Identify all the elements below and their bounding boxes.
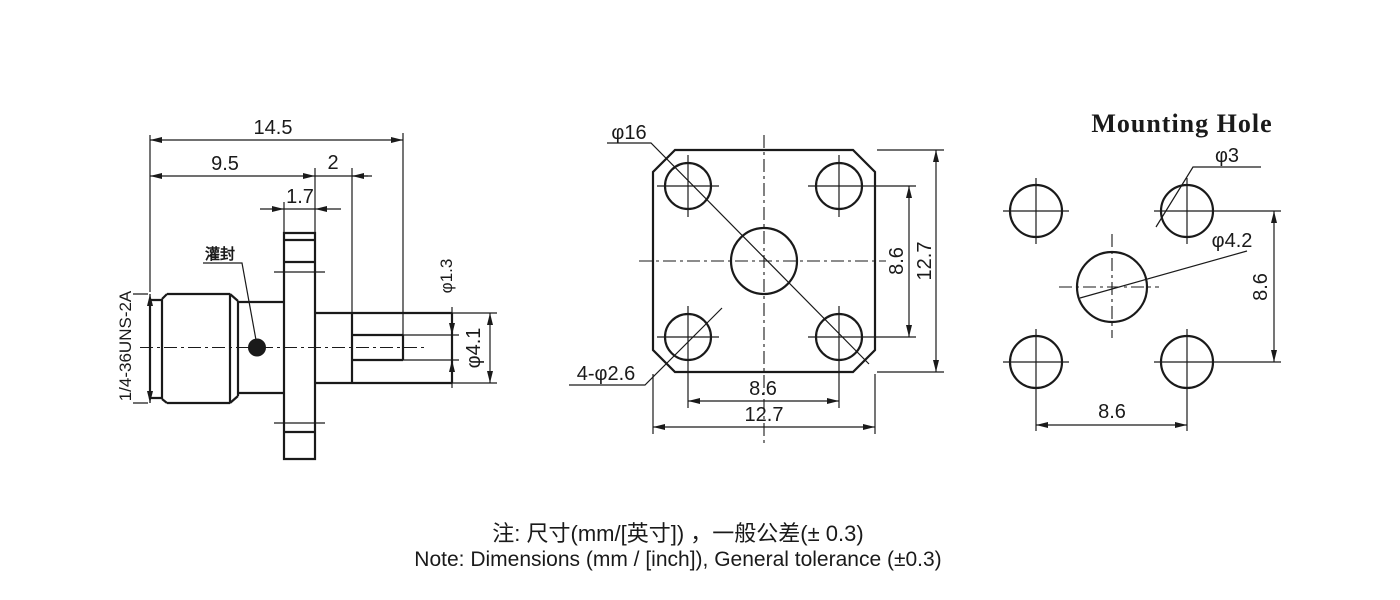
side-view: 灌封 1/4-36UNS-2A 14.5 9.5 2 1.7 φ1.3 φ4.1 [116,117,497,461]
dim-flange-width: 12.7 [745,404,784,426]
diagonal-leader-line [607,142,870,365]
note-line-english: Note: Dimensions (mm / [inch]), General … [414,548,941,571]
mounting-hole-view: Mounting Hole φ3 φ4.2 8.6 8.6 [1003,109,1281,431]
potting-leader-line [203,262,257,341]
pattern-center-crosshair [1059,234,1159,338]
potting-label: 灌封 [205,245,235,263]
dim-hole-spacing-horizontal: 8.6 [749,378,777,400]
mount-holes-leader [569,307,723,386]
mount-hole-crosshairs [657,155,916,408]
dim-body-length: 9.5 [211,153,239,175]
potting-dot [248,338,266,357]
dim-pattern-spacing-horizontal: 8.6 [1098,401,1126,423]
corner-hole-dia-leader [1155,166,1261,228]
notes-block: 注: 尺寸(mm/[英寸]) ，一般公差(± 0.3) Note: Dimens… [414,521,941,571]
dim-total-length: 14.5 [254,117,293,139]
side-extension-lines [149,133,497,384]
dim-flange-height: 12.7 [914,242,936,281]
front-view: φ16 4-φ2.6 8.6 12.7 8.6 12.7 [569,122,944,446]
dim-center-hole-diameter: φ4.2 [1212,230,1253,252]
flange-centerlines [639,135,886,446]
dim-mount-holes: 4-φ2.6 [577,363,636,385]
dim-hole-spacing-vertical: 8.6 [886,247,908,275]
pattern-hole-crosshairs [1003,178,1281,431]
dim-corner-hole-diameter: φ3 [1215,145,1239,167]
flange-side-outline [282,231,317,461]
dim-flange-thickness: 1.7 [286,186,314,208]
dim-pin-diameter: φ1.3 [437,259,456,294]
thread-spec-label: 1/4-36UNS-2A [116,290,135,401]
dim-flange-diagonal: φ16 [611,122,646,144]
note-line-chinese: 注: 尺寸(mm/[英寸]) ，一般公差(± 0.3) [492,521,863,546]
flange-height-extensions [877,149,944,373]
flange-hole-axis-ticks [274,271,325,424]
flange-square-outline [651,148,877,374]
dim-pattern-spacing-vertical: 8.6 [1250,273,1272,301]
dim-insulator-protrusion: 2 [327,152,338,174]
dim-insulator-diameter: φ4.1 [463,328,485,369]
thread-dim-ticks [133,293,151,404]
center-hole-dia-leader [1079,250,1248,299]
mounting-view-title: Mounting Hole [1091,109,1272,138]
